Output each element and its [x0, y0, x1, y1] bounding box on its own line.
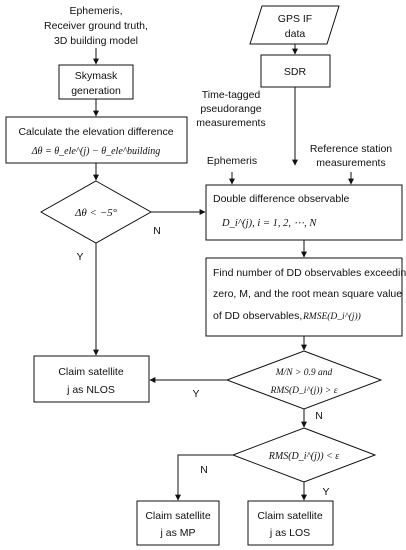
elevation-formula: Δθ = θ_ele^(j) − θ_ele^building — [31, 146, 161, 157]
claim-los-box: Claim satellite j as LOS — [247, 500, 334, 546]
reference-station-label: Reference station measurements — [310, 143, 392, 169]
svg-text:Reference station: Reference station — [310, 143, 392, 155]
edge-label-d3-no: N — [200, 464, 208, 476]
svg-text:Skymask: Skymask — [75, 70, 118, 82]
svg-text:Δθ < −5°: Δθ < −5° — [74, 207, 118, 219]
svg-text:SDR: SDR — [284, 66, 307, 78]
elevation-difference-box: Calculate the elevation difference Δθ = … — [5, 116, 188, 164]
decision-elevation-threshold: Δθ < −5° — [39, 180, 153, 244]
svg-text:generation: generation — [71, 85, 121, 97]
svg-text:Ephemeris,: Ephemeris, — [69, 5, 122, 17]
svg-text:Claim satellite: Claim satellite — [145, 510, 211, 522]
gps-if-data-node: GPS IF data — [249, 5, 340, 45]
svg-text:j as MP: j as MP — [159, 527, 195, 539]
svg-text:Calculate the elevation differ: Calculate the elevation difference — [18, 126, 173, 138]
svg-text:Find number of DD observables: Find number of DD observables exceeding — [213, 267, 406, 279]
pseudorange-label: Time-tagged pseudorange measurements — [196, 89, 265, 129]
svg-text:3D building model: 3D building model — [54, 35, 138, 47]
find-formula: RMSE(D_i^(j)) — [302, 311, 361, 322]
svg-text:Claim satellite: Claim satellite — [58, 366, 124, 378]
edge-label-d3-yes: Y — [322, 486, 329, 498]
svg-text:zero, M, and the root mean squ: zero, M, and the root mean square value — [213, 288, 402, 300]
input-left-text: Ephemeris, Receiver ground truth, 3D bui… — [44, 5, 148, 47]
edge-label-d1-no: N — [153, 225, 161, 237]
sdr-box: SDR — [260, 54, 331, 88]
svg-text:RMS(D_i^(j)) < ε: RMS(D_i^(j)) < ε — [268, 451, 340, 462]
svg-text:M/N > 0.9 and: M/N > 0.9 and — [275, 368, 333, 378]
skymask-generation-box: Skymask generation — [58, 64, 134, 100]
claim-nlos-box: Claim satellite j as NLOS — [33, 355, 150, 403]
svg-text:pseudorange: pseudorange — [200, 103, 261, 115]
find-dd-statistics-box: Find number of DD observables exceeding … — [205, 257, 406, 337]
arrow-decision3-no-to-mp — [175, 454, 233, 501]
svg-text:measurements: measurements — [316, 157, 385, 169]
svg-text:RMS(D_i^(j)) > ε: RMS(D_i^(j)) > ε — [270, 385, 338, 396]
svg-text:GPS IF: GPS IF — [278, 13, 312, 25]
dd-formula: D_i^(j), i = 1, 2, ⋯, N — [221, 218, 317, 229]
claim-mp-box: Claim satellite j as MP — [136, 500, 220, 546]
svg-text:j as NLOS: j as NLOS — [66, 384, 115, 396]
edge-label-d2-yes: Y — [192, 388, 199, 400]
decision-rms-below-threshold: RMS(D_i^(j)) < ε — [231, 427, 377, 483]
edge-label-d1-yes: Y — [76, 251, 83, 263]
svg-text:Claim satellite: Claim satellite — [257, 510, 323, 522]
decision-ratio-and-rms: M/N > 0.9 and RMS(D_i^(j)) > ε — [225, 350, 383, 410]
edge-label-d2-no: N — [315, 410, 323, 422]
ephemeris-label: Ephemeris — [207, 155, 257, 167]
svg-text:measurements: measurements — [196, 117, 265, 129]
svg-text:of DD observables,: of DD observables, — [213, 310, 302, 322]
svg-text:data: data — [285, 28, 306, 40]
svg-text:Time-tagged: Time-tagged — [202, 89, 261, 101]
double-difference-box: Double difference observable D_i^(j), i … — [205, 184, 403, 241]
svg-text:Receiver ground truth,: Receiver ground truth, — [44, 20, 148, 32]
svg-text:j as LOS: j as LOS — [269, 527, 310, 539]
svg-text:Double difference observable: Double difference observable — [213, 193, 350, 205]
